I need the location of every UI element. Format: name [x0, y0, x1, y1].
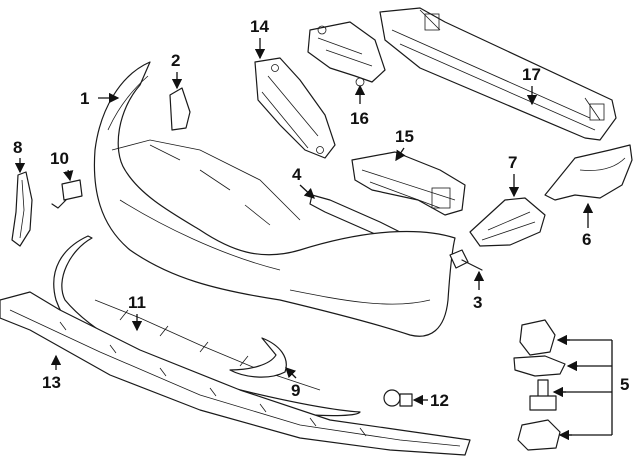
lower-trim [229, 337, 287, 378]
callout-label: 1 [80, 89, 89, 108]
callout-7: 7 [508, 153, 520, 198]
side-bracket-right [351, 151, 466, 216]
callout-10: 10 [50, 149, 74, 182]
fog-trim [544, 144, 633, 201]
callout-11: 11 [128, 293, 146, 332]
callout-label: 14 [250, 17, 269, 36]
callout-1: 1 [80, 89, 120, 108]
callout-label: 12 [430, 391, 449, 410]
callout-label: 10 [50, 149, 69, 168]
callout-label: 3 [473, 293, 482, 312]
callout-label: 9 [291, 381, 300, 400]
callout-9: 9 [285, 367, 300, 400]
callout-label: 2 [171, 51, 180, 70]
plug [383, 389, 413, 407]
callout-label: 4 [292, 165, 302, 184]
callout-4: 4 [292, 165, 315, 199]
callout-2: 2 [171, 51, 183, 90]
callout-label: 7 [508, 153, 517, 172]
callout-12: 12 [412, 391, 449, 410]
callout-8: 8 [13, 138, 26, 174]
callout-label: 13 [42, 373, 61, 392]
lower-valance [0, 291, 471, 456]
callout-3: 3 [473, 270, 485, 312]
callout-label: 17 [522, 65, 541, 84]
callout-14: 14 [250, 17, 269, 60]
callout-13: 13 [42, 354, 62, 392]
callout-17: 17 [522, 65, 541, 106]
bolt [449, 249, 483, 271]
callout-label: 16 [350, 109, 369, 128]
bracket-side [469, 197, 546, 247]
side-strip [11, 171, 33, 247]
callout-label: 15 [395, 127, 414, 146]
screw [51, 179, 83, 209]
callout-16: 16 [350, 84, 369, 128]
callout-label: 11 [128, 293, 146, 312]
reinforcement-beam [379, 7, 617, 141]
fastener-set [513, 319, 566, 451]
callout-15: 15 [395, 127, 414, 162]
callout-label: 8 [13, 138, 22, 157]
bumper-cover [93, 61, 456, 337]
upper-clip [169, 87, 191, 131]
upper-bracket [307, 21, 386, 87]
callout-6: 6 [582, 202, 594, 249]
callout-5: 5 [552, 334, 629, 441]
callout-label: 5 [620, 375, 629, 394]
side-bracket-left [254, 57, 336, 159]
callout-label: 6 [582, 230, 591, 249]
